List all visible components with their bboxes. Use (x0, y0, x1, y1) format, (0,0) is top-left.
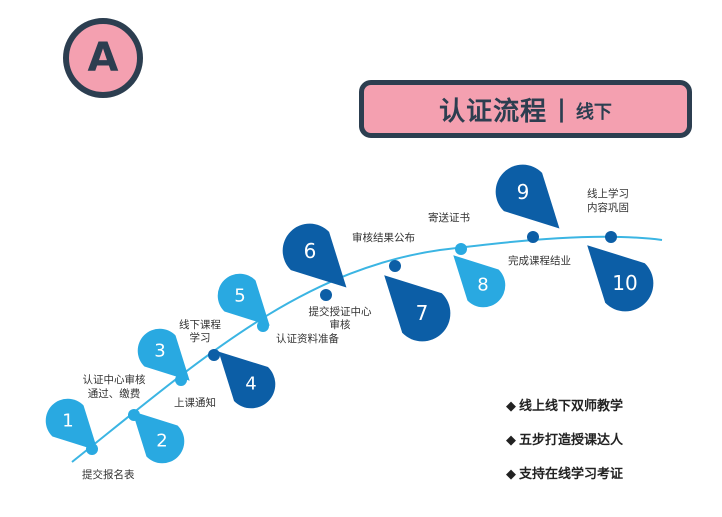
step-4-label: 线下课程 (179, 318, 221, 331)
step-5-label: 认证资料准备 (276, 332, 339, 345)
diamond-bullet-icon: ◆ (506, 467, 516, 482)
step-9-pin-icon (495, 164, 560, 229)
diamond-bullet-icon: ◆ (506, 433, 516, 448)
features-list: ◆线上线下双师教学 ◆五步打造授课达人 ◆支持在线学习考证 (506, 397, 623, 499)
step-9-dot (527, 231, 539, 243)
title-sub: 线下 (575, 102, 612, 123)
step-8-dot (455, 243, 467, 255)
step-10-dot (605, 231, 617, 243)
step-2-number: 2 (156, 431, 167, 452)
step-8-label: 寄送证书 (428, 211, 470, 224)
feature-text: 线上线下双师教学 (519, 399, 624, 414)
step-7-number: 7 (416, 301, 429, 325)
title-banner: 认证流程 | 线下 (359, 80, 692, 138)
step-10-pin-icon (587, 245, 654, 312)
step-10-label: 线上学习 (587, 187, 629, 200)
step-8-number: 8 (477, 275, 488, 296)
step-2-pin-icon (132, 411, 185, 464)
step-4-dot (208, 349, 220, 361)
section-badge: A (63, 18, 143, 98)
feature-item: ◆线上线下双师教学 (506, 397, 623, 431)
step-6-dot (320, 289, 332, 301)
step-1-label: 提交报名表 (82, 468, 135, 481)
step-3-label: 认证中心审核 (83, 373, 146, 386)
step-5-number: 5 (234, 286, 245, 307)
title-separator: | (557, 95, 566, 123)
step-8-pin-icon (453, 255, 506, 308)
feature-text: 五步打造授课达人 (519, 433, 624, 448)
step-1-pin-icon (45, 398, 98, 451)
step-10-label: 内容巩固 (587, 201, 629, 214)
step-5-pin-icon (217, 273, 270, 326)
step-3-pin-icon (137, 328, 190, 381)
step-7-dot (389, 260, 401, 272)
step-4-pin-icon (218, 351, 276, 409)
step-6-label: 审核 (330, 318, 351, 331)
feature-item: ◆支持在线学习考证 (506, 465, 623, 499)
diamond-bullet-icon: ◆ (506, 399, 516, 414)
step-9-number: 9 (517, 180, 530, 204)
title-main: 认证流程 (439, 96, 548, 127)
step-7-pin-icon (384, 275, 451, 342)
step-3-label: 通过、缴费 (88, 387, 141, 400)
feature-item: ◆五步打造授课达人 (506, 431, 623, 465)
step-6-pin-icon (282, 223, 347, 288)
process-curve (71, 235, 663, 463)
step-10-number: 10 (612, 271, 637, 295)
step-7-label: 审核结果公布 (352, 231, 415, 244)
step-1-number: 1 (62, 411, 73, 432)
step-9-label: 完成课程结业 (508, 254, 571, 267)
feature-text: 支持在线学习考证 (519, 467, 624, 482)
step-4-label: 学习 (190, 331, 211, 344)
step-3-number: 3 (154, 341, 165, 362)
step-4-number: 4 (245, 374, 256, 395)
step-2-label: 上课通知 (174, 396, 216, 409)
step-6-label: 提交授证中心 (309, 305, 372, 318)
step-6-number: 6 (304, 239, 317, 263)
